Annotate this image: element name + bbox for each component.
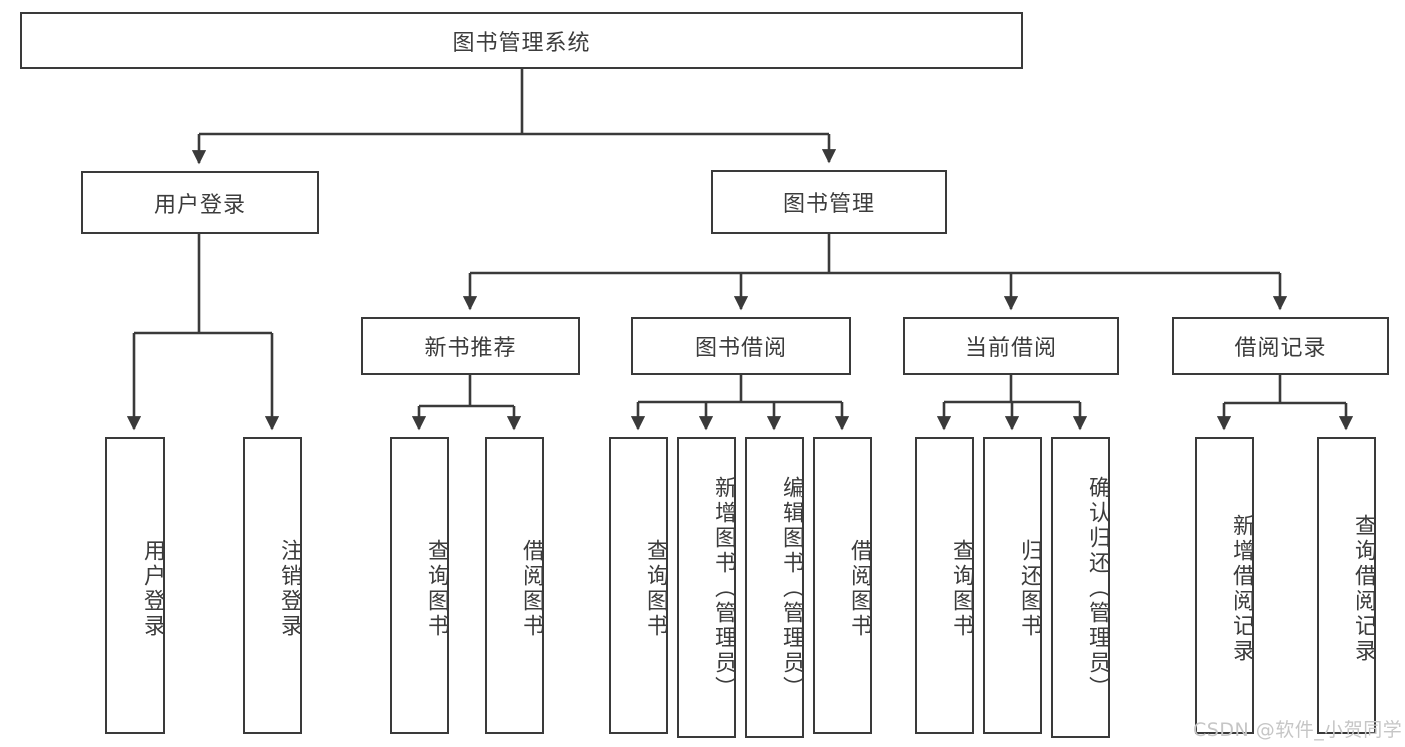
leaf-borrow-book-label: 借阅图书 xyxy=(847,538,872,639)
leaf-add-borrow-record[interactable]: 新增借阅记录 xyxy=(1195,437,1254,734)
leaf-query-book-current-label: 查询图书 xyxy=(949,538,974,639)
leaf-query-book-recommend[interactable]: 查询图书 xyxy=(390,437,449,734)
leaf-logout[interactable]: 注销登录 xyxy=(243,437,302,734)
leaf-user-login[interactable]: 用户登录 xyxy=(105,437,165,734)
leaf-borrow-book-recommend-label: 借阅图书 xyxy=(519,538,544,639)
node-book-management-label: 图书管理 xyxy=(782,192,875,217)
leaf-add-book-admin[interactable]: 新增图书（管理员） xyxy=(677,437,736,738)
node-borrow-record-label: 借阅记录 xyxy=(1234,336,1327,361)
node-borrow-record[interactable]: 借阅记录 xyxy=(1172,317,1389,375)
leaf-return-book-label: 归还图书 xyxy=(1017,538,1042,639)
node-current-borrow-label: 当前借阅 xyxy=(964,336,1057,361)
node-root[interactable]: 图书管理系统 xyxy=(20,12,1023,69)
leaf-add-book-admin-label: 新增图书（管理员） xyxy=(711,476,736,701)
csdn-watermark: CSDN @软件_小贺同学 xyxy=(1193,719,1403,741)
leaf-edit-book-admin[interactable]: 编辑图书（管理员） xyxy=(745,437,804,738)
node-book-borrow-label: 图书借阅 xyxy=(694,336,787,361)
leaf-add-borrow-record-label: 新增借阅记录 xyxy=(1229,513,1254,664)
node-new-book-recommend[interactable]: 新书推荐 xyxy=(361,317,580,375)
node-book-management[interactable]: 图书管理 xyxy=(711,170,947,234)
node-current-borrow[interactable]: 当前借阅 xyxy=(903,317,1119,375)
node-user-login[interactable]: 用户登录 xyxy=(81,171,319,234)
leaf-return-book[interactable]: 归还图书 xyxy=(983,437,1042,734)
node-new-book-recommend-label: 新书推荐 xyxy=(424,336,517,361)
leaf-confirm-return-admin[interactable]: 确认归还（管理员） xyxy=(1051,437,1110,738)
node-book-borrow[interactable]: 图书借阅 xyxy=(631,317,851,375)
leaf-query-book-borrow-label: 查询图书 xyxy=(643,538,668,639)
leaf-user-login-label: 用户登录 xyxy=(140,538,165,639)
leaf-query-book-current[interactable]: 查询图书 xyxy=(915,437,974,734)
leaf-edit-book-admin-label: 编辑图书（管理员） xyxy=(779,476,804,701)
node-user-login-label: 用户登录 xyxy=(153,192,246,218)
node-root-label: 图书管理系统 xyxy=(452,30,591,56)
leaf-query-borrow-record[interactable]: 查询借阅记录 xyxy=(1317,437,1376,734)
leaf-confirm-return-admin-label: 确认归还（管理员） xyxy=(1085,476,1110,701)
leaf-query-borrow-record-label: 查询借阅记录 xyxy=(1351,513,1376,664)
leaf-query-book-borrow[interactable]: 查询图书 xyxy=(609,437,668,734)
leaf-logout-label: 注销登录 xyxy=(277,538,302,639)
leaf-query-book-recommend-label: 查询图书 xyxy=(424,538,449,639)
leaf-borrow-book[interactable]: 借阅图书 xyxy=(813,437,872,734)
leaf-borrow-book-recommend[interactable]: 借阅图书 xyxy=(485,437,544,734)
